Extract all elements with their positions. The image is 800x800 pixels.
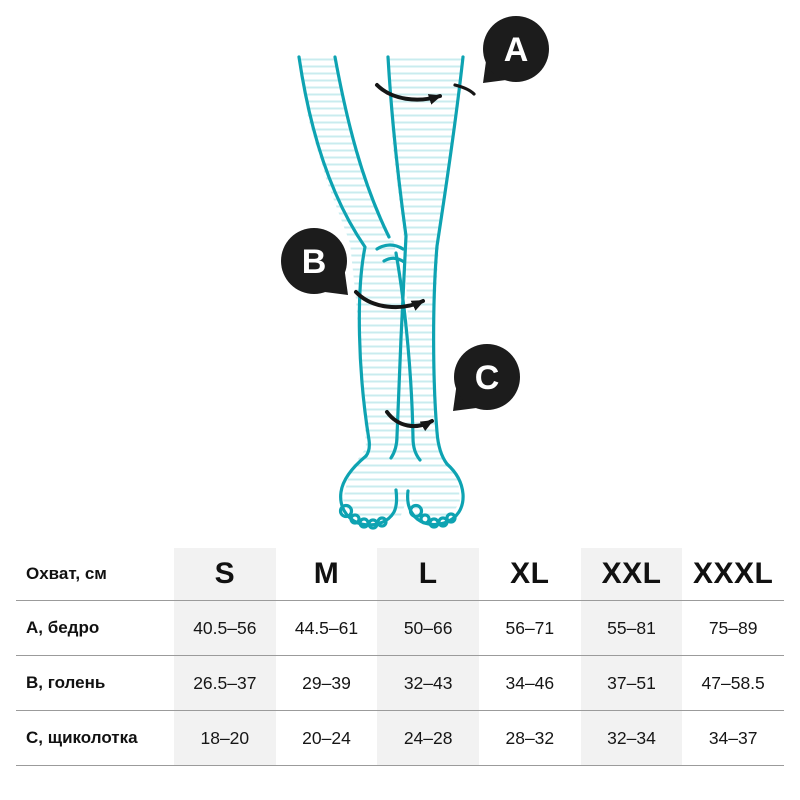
size-table: Охват, см S M L XL XXL XXXL А, бедро 40.… [16,548,784,766]
cell-ankle-m: 20–24 [302,727,351,748]
thigh-arrow [375,83,442,105]
col-header-m: M [313,557,340,590]
cell-ankle-s: 18–20 [174,711,276,765]
right-big-toe [408,503,424,519]
table-row-thigh: А, бедро 40.5–56 44.5–61 50–66 56–71 55–… [16,601,784,656]
cell-calf-xxl: 37–51 [580,656,683,710]
marker-b-label: B [302,243,327,281]
cell-calf-l: 32–43 [377,656,479,710]
cell-thigh-xxxl: 75–89 [708,617,758,638]
thigh-arrow-tail [453,83,476,96]
right-foot-outline [406,462,465,527]
marker-c-circle [454,344,520,410]
cell-thigh-l: 50–66 [377,601,479,655]
row-label-thigh: А, бедро [26,618,100,637]
left-leg-outer-line [297,55,371,458]
cell-ankle-xl: 28–32 [505,727,555,748]
cell-thigh-s: 40.5–56 [174,601,276,655]
cell-calf-xxxl: 47–58.5 [701,672,765,693]
right-leg-inner-line [386,55,408,460]
right-toe [445,512,457,524]
cell-ankle-xxl: 32–34 [580,711,683,765]
col-header-xxxl: XXXL [692,557,774,590]
left-big-toe [338,503,354,519]
marker-b-circle [281,228,347,294]
marker-a-label: A [504,31,529,69]
left-leg-inner-line [333,55,391,239]
cell-calf-xl: 34–46 [505,672,555,693]
row-label-ankle: С, щиколотка [26,728,138,747]
cell-thigh-xxl: 55–81 [580,601,683,655]
table-row-ankle: С, щиколотка 18–20 20–24 24–28 28–32 32–… [16,711,784,766]
right-toe [419,513,431,525]
cell-ankle-l: 24–28 [377,711,479,765]
col-header-l: L [377,548,479,600]
table-header-row: Охват, см S M L XL XXL XXXL [16,548,784,601]
leg-measurement-figure: A B C [281,16,549,530]
left-toe [376,516,388,528]
marker-b-badge: B [281,228,348,295]
knee-line-1 [375,243,405,251]
marker-c-label: C [475,359,500,397]
col-header-xxl: XXL [580,548,683,600]
knee-line-2 [382,256,406,264]
table-row-calf: В, голень 26.5–37 29–39 32–43 34–46 37–5… [16,656,784,711]
calf-arrow [354,290,425,311]
cell-calf-m: 29–39 [302,672,351,693]
cell-ankle-xxxl: 34–37 [708,727,758,748]
cell-thigh-xl: 56–71 [505,617,555,638]
marker-c-badge: C [453,344,520,411]
col-header-s: S [174,548,276,600]
corner-label: Охват, см [26,564,107,583]
marker-badges: A B C [281,16,549,411]
ankle-arrow [385,410,434,432]
legs-outline [297,55,465,530]
cell-calf-s: 26.5–37 [174,656,276,710]
right-leg-outer-line [432,55,465,466]
marker-a-badge: A [483,16,549,83]
measurement-arrows [354,83,476,432]
row-label-calf: В, голень [26,673,106,692]
right-toe [437,516,449,528]
cell-thigh-m: 44.5–61 [294,617,359,638]
leg-measurement-diagram: A B C [281,16,549,530]
marker-a-circle [483,16,549,82]
col-header-xl: XL [510,557,550,590]
left-toe [349,513,361,525]
